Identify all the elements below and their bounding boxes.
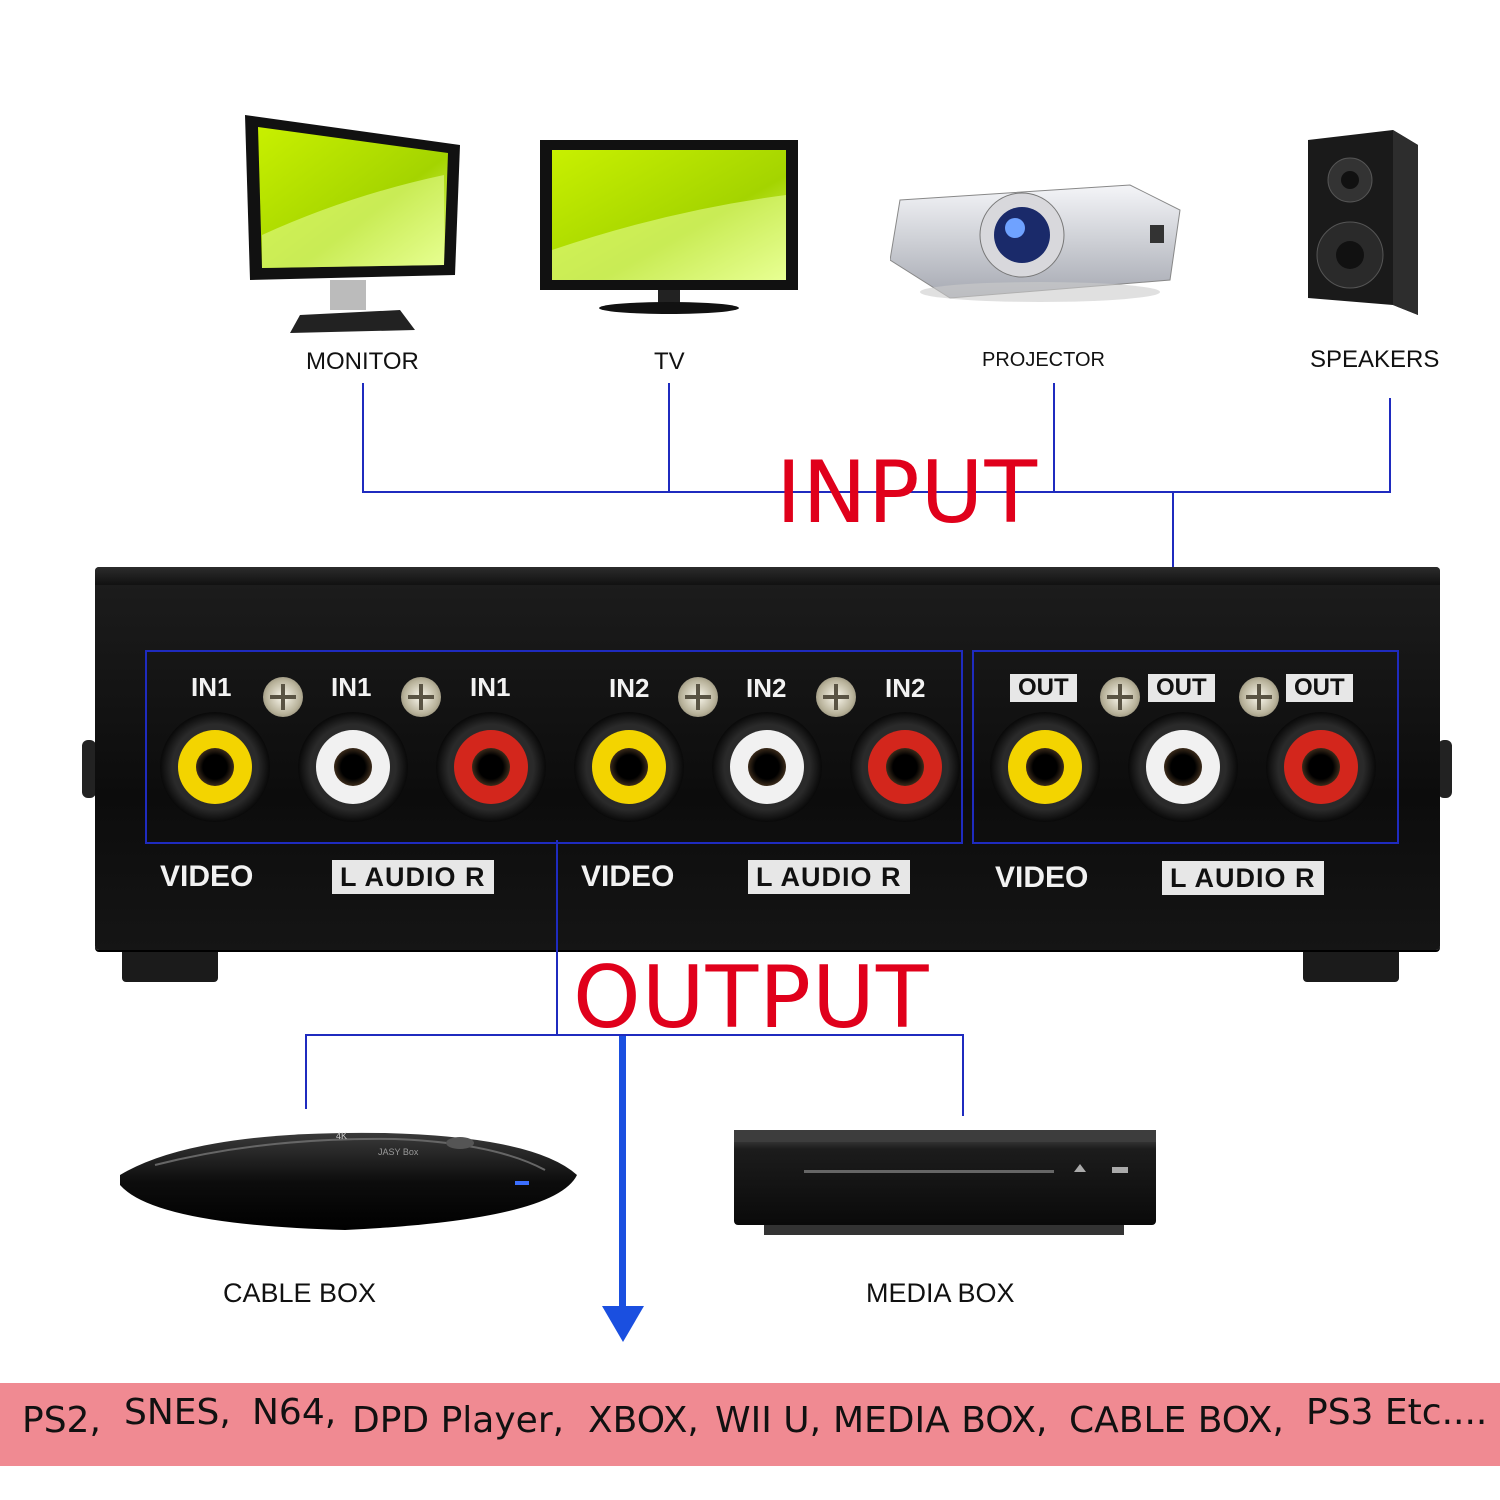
screw-2 [401,677,441,717]
input-label: INPUT [776,443,1039,543]
rca-out-video[interactable] [990,712,1100,822]
screw-3 [678,677,718,717]
screw-5 [1100,677,1140,717]
wire-media-box [962,1034,964,1116]
media-box-label: MEDIA BOX [866,1278,1015,1308]
in2-audio-l-label: IN2 [746,673,787,703]
side-knob-right [1438,740,1452,798]
rca-out-audio-l[interactable] [1128,712,1238,822]
foot-right [1303,948,1399,982]
out-audio-l-label: OUT [1148,674,1215,702]
rca-in2-audio-l[interactable] [712,712,822,822]
rca-in1-audio-l[interactable] [298,712,408,822]
out-audio-caption: L AUDIO R [1162,861,1324,895]
tv-image [540,140,798,314]
in1-audio-caption: L AUDIO R [332,860,494,894]
speaker-image [1308,130,1418,315]
media-box-image [734,1130,1156,1235]
rca-out-audio-r[interactable] [1266,712,1376,822]
banner-item: WII U, [715,1400,822,1441]
monitor-image [245,115,460,333]
rca-in2-video[interactable] [574,712,684,822]
projector-image [890,184,1181,302]
screw-1 [263,677,303,717]
compatible-devices-banner [0,1383,1500,1466]
out-video-label: OUT [1010,674,1077,702]
in2-video-label: IN2 [609,673,650,703]
in1-video-label: IN1 [191,672,232,702]
wire-input-bus [362,491,1391,493]
av-switch-top-edge [95,567,1440,585]
in2-audio-caption: L AUDIO R [748,860,910,894]
cable-box-badge: 4K [336,1131,348,1141]
output-label: OUTPUT [573,948,930,1048]
wire-output-bus [305,1034,964,1036]
in2-audio-r-label: IN2 [885,673,926,703]
wire-output-drop [556,840,558,1036]
wire-monitor [362,383,364,493]
rca-in2-audio-r[interactable] [850,712,960,822]
tv-label: TV [654,348,685,375]
speakers-label: SPEAKERS [1310,346,1440,373]
banner-item: PS3 Etc.... [1306,1392,1488,1433]
side-knob-left [82,740,96,798]
wire-tv [668,383,670,493]
cable-box-brand: JASY Box [378,1147,419,1157]
screw-6 [1239,677,1279,717]
in2-video-caption: VIDEO [581,860,675,893]
rca-in1-audio-r[interactable] [436,712,546,822]
projector-label: PROJECTOR [982,349,1105,371]
input-ports-frame [145,650,963,844]
out-audio-r-label: OUT [1286,674,1353,702]
banner-item: XBOX, [588,1400,699,1441]
banner-item: SNES, [124,1392,231,1433]
banner-item: PS2, [22,1400,101,1441]
in1-video-caption: VIDEO [160,860,254,893]
monitor-label: MONITOR [306,348,419,375]
banner-item: DPD Player, [352,1400,565,1441]
output-ports-frame [972,650,1399,844]
cable-box-label: CABLE BOX [223,1278,377,1308]
foot-left [122,948,218,982]
compatible-devices-list: PS2, SNES, N64, DPD Player, XBOX, WII U,… [0,1383,1500,1466]
output-arrow [619,1036,626,1312]
cable-box-image [120,1132,577,1230]
banner-item: N64, [252,1392,337,1433]
wire-speakers [1389,398,1391,493]
in1-audio-r-label: IN1 [470,672,511,702]
screw-4 [816,677,856,717]
wire-projector [1053,383,1055,493]
wire-cable-box [305,1034,307,1109]
banner-item: MEDIA BOX, [833,1400,1048,1441]
out-video-caption: VIDEO [995,861,1089,894]
banner-item: CABLE BOX, [1069,1400,1284,1441]
arrow-head-icon [602,1306,644,1342]
in1-audio-l-label: IN1 [331,672,372,702]
rca-in1-video[interactable] [160,712,270,822]
